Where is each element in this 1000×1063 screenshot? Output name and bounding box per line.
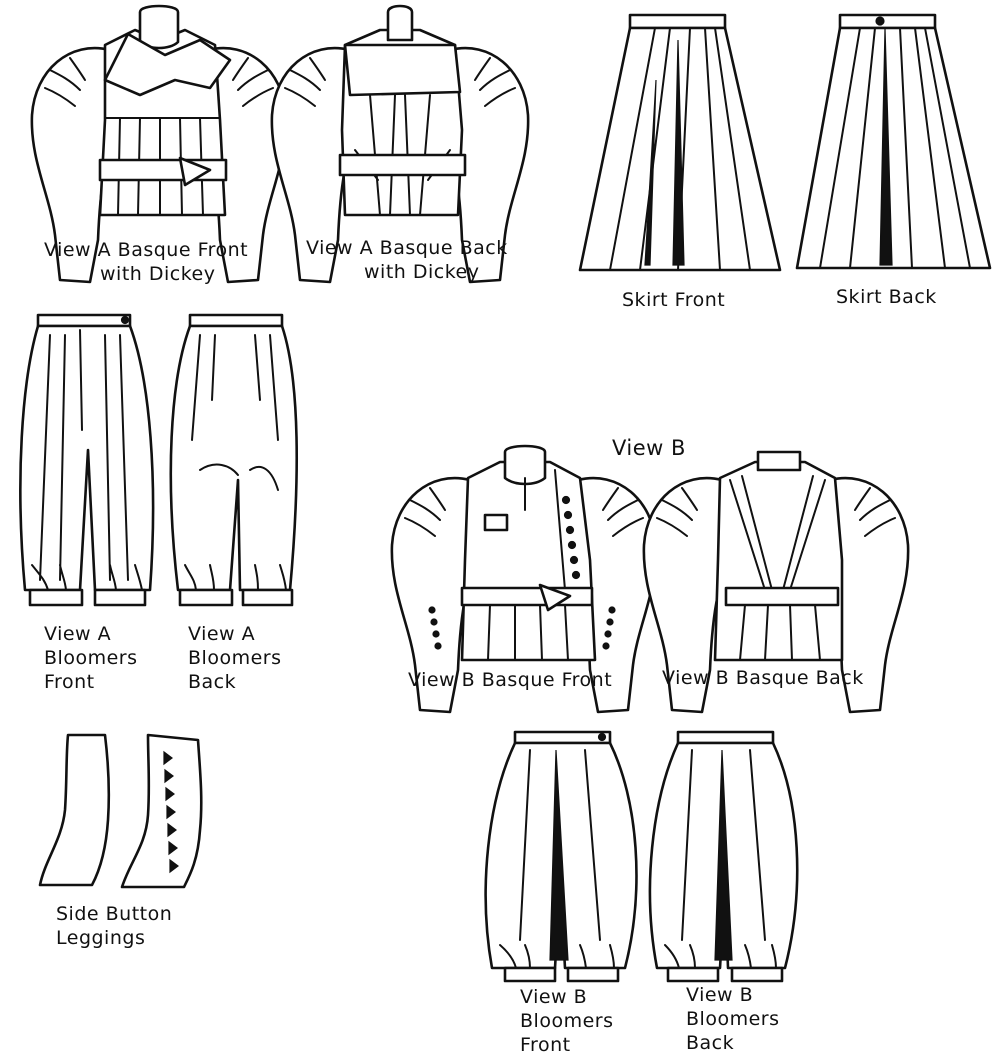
caption-skirt-front: Skirt Front	[622, 289, 726, 311]
caption-view-b-basque-front: View B Basque Front	[408, 669, 613, 691]
side-button-leggings-drawing	[38, 733, 203, 889]
view-b-bloomers-back-drawing	[648, 730, 799, 983]
caption-view-a-bloomers-back: View A Bloomers Back	[188, 623, 282, 693]
view-b-bloomers-front-drawing	[484, 730, 638, 983]
view-a-basque-front-drawing	[30, 4, 288, 284]
caption-view-a-basque-front: View A Basque Front with Dickey	[44, 239, 249, 285]
view-b-basque-back-drawing	[642, 450, 910, 714]
view-b-basque-front-drawing	[390, 444, 658, 714]
caption-view-b-bloomers-back: View B Bloomers Back	[686, 984, 780, 1054]
skirt-back-drawing	[795, 13, 992, 270]
caption-view-a-basque-back: View A Basque Back with Dickey	[306, 237, 508, 283]
view-a-basque-back-drawing	[270, 4, 530, 284]
caption-view-a-bloomers-front: View A Bloomers Front	[44, 623, 138, 693]
view-a-bloomers-front-drawing	[19, 313, 155, 607]
view-a-bloomers-back-drawing	[169, 313, 299, 607]
skirt-front-drawing	[578, 13, 782, 272]
caption-side-button-leggings: Side Button Leggings	[56, 903, 173, 949]
caption-skirt-back: Skirt Back	[836, 286, 937, 308]
heading-view-b: View B	[612, 436, 686, 460]
caption-view-b-basque-back: View B Basque Back	[662, 667, 864, 689]
caption-view-b-bloomers-front: View B Bloomers Front	[520, 986, 614, 1056]
